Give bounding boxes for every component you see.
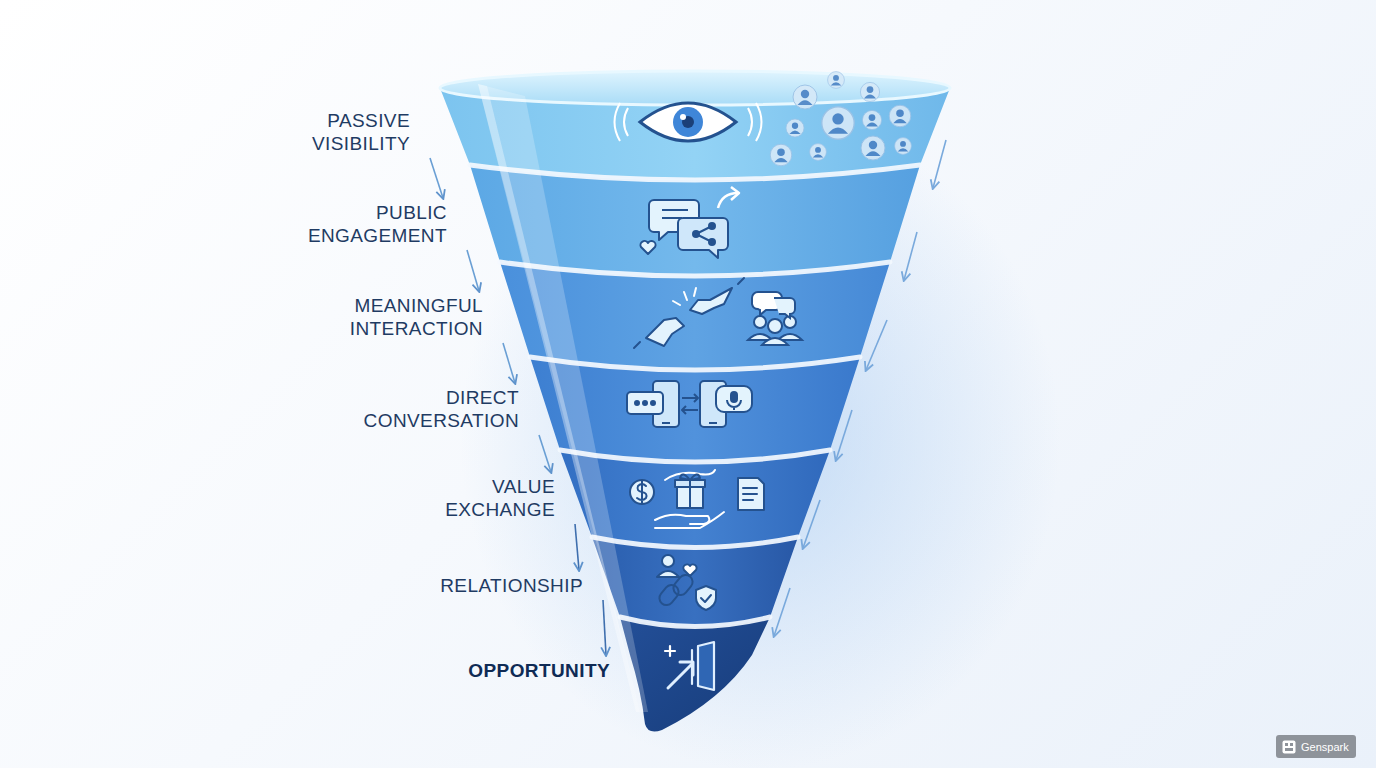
funnel-stage: PUBLIC ENGAGEMENT [247,198,915,250]
phones-icon [627,381,752,427]
watermark-badge: Genspark [1276,735,1356,758]
audience-icons [770,72,911,166]
flow-arrow [467,250,479,291]
stage-label: PASSIVE VISIBILITY [312,109,410,155]
stage-label: VALUE EXCHANGE [445,475,555,521]
label-column: PUBLIC ENGAGEMENT [247,198,447,250]
flow-arrow [539,435,551,472]
relationship-icons [657,555,716,610]
flow-arrow [603,600,606,655]
stage-label: MEANINGFUL INTERACTION [350,294,483,340]
funnel-stage: PASSIVE VISIBILITY [210,106,945,158]
funnel-stage: OPPORTUNITY [410,655,770,685]
label-column: MEANINGFUL INTERACTION [283,291,483,343]
opportunity-icon [665,642,714,690]
label-column: VALUE EXCHANGE [355,472,555,524]
stage-label: RELATIONSHIP [440,574,583,597]
value-icons [630,470,764,528]
label-column: OPPORTUNITY [410,655,610,685]
stage-label: PUBLIC ENGAGEMENT [308,201,447,247]
label-column: DIRECT CONVERSATION [319,383,519,435]
label-column: RELATIONSHIP [383,570,583,600]
background-glow [460,110,1060,768]
flow-arrow [503,343,515,383]
stage-label: OPPORTUNITY [468,659,610,682]
funnel-stage: MEANINGFUL INTERACTION [283,291,885,343]
funnel-stage: DIRECT CONVERSATION [319,383,860,435]
watermark-text: Genspark [1301,741,1349,753]
label-column: PASSIVE VISIBILITY [210,106,410,158]
stage-label: DIRECT CONVERSATION [364,386,519,432]
group-icon [748,292,802,345]
flow-arrows [774,140,946,636]
watermark-logo [1282,740,1296,754]
handshake-icon [634,278,744,348]
funnel-stage: RELATIONSHIP [383,570,800,600]
flow-arrow [430,158,443,198]
chat-icon [640,187,739,258]
flow-arrow [575,524,579,570]
eye-icon [615,103,762,141]
funnel-stage: VALUE EXCHANGE [355,472,830,524]
